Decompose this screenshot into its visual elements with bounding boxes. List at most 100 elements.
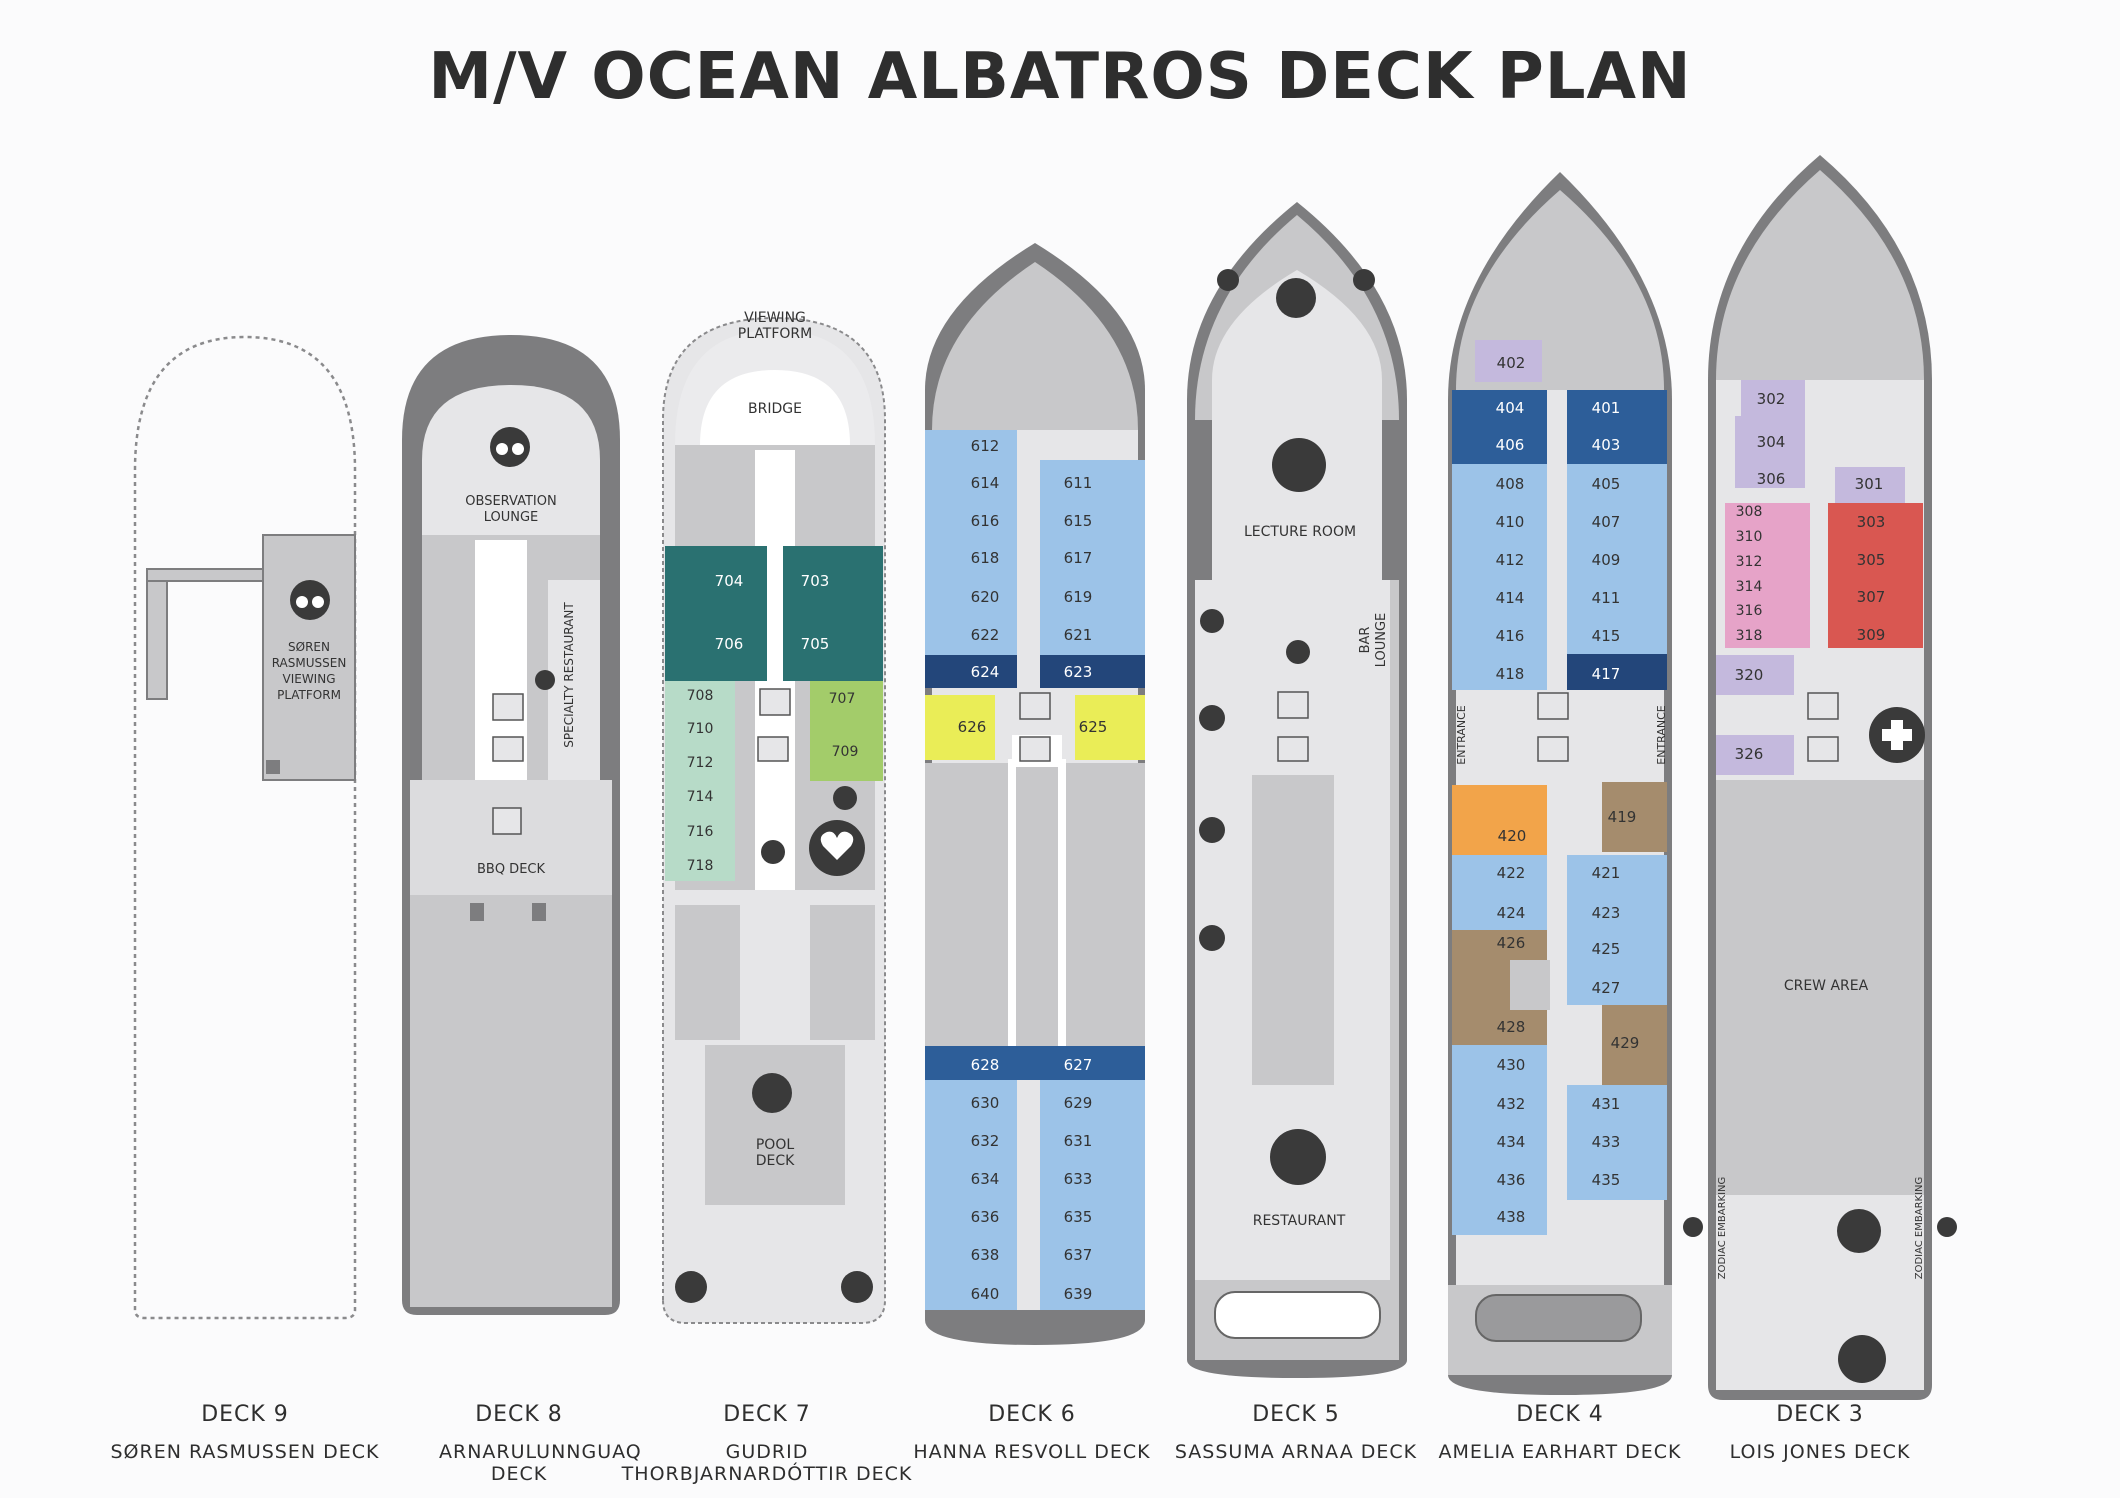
sauna-icon	[833, 786, 857, 810]
bridge-label: BRIDGE	[748, 401, 802, 417]
cabin-block[interactable]	[1452, 390, 1547, 464]
cabin-block[interactable]	[1567, 464, 1667, 654]
cabin-block[interactable]	[1725, 503, 1810, 648]
cabin-326[interactable]	[1716, 735, 1794, 775]
cabin-301[interactable]	[1835, 467, 1905, 503]
marina-area[interactable]	[1716, 1195, 1924, 1390]
hot-tub-icon	[675, 1271, 707, 1303]
svg-text:426: 426	[1497, 934, 1526, 952]
svg-text:632: 632	[971, 1132, 1000, 1150]
svg-text:611: 611	[1064, 474, 1093, 492]
svg-text:712: 712	[687, 755, 714, 771]
cabin-703: 703	[801, 572, 830, 590]
specialty-restaurant-label: SPECIALTY RESTAURANT	[562, 602, 576, 748]
reception-icon	[1200, 609, 1224, 633]
suite-block[interactable]	[665, 546, 767, 681]
cocktail-icon	[752, 1073, 792, 1113]
cabin-row-628-627[interactable]	[925, 1046, 1145, 1080]
cabin-420[interactable]	[1452, 785, 1547, 855]
cabin-block[interactable]	[1567, 855, 1667, 1005]
atrium	[1008, 759, 1066, 1062]
restaurant-label: RESTAURANT	[1253, 1213, 1346, 1229]
suite-block[interactable]	[783, 546, 883, 681]
service-space	[1510, 960, 1550, 1010]
svg-text:411: 411	[1592, 589, 1621, 607]
cabin-block[interactable]	[665, 681, 735, 881]
cabin-block[interactable]	[1040, 460, 1145, 655]
svg-text:708: 708	[687, 688, 714, 704]
cabin-block[interactable]	[1040, 1080, 1145, 1310]
bbq-deck[interactable]	[410, 780, 612, 895]
deck-4-plan[interactable]: 402 404 401 406 403 408 405 410 407 412 …	[1448, 172, 1672, 1395]
svg-text:624: 624	[971, 663, 1000, 681]
lifebuoy-icon	[1683, 1217, 1703, 1237]
side-deck	[810, 905, 875, 1040]
deck-5-plan[interactable]: LECTURE ROOM BAR LOUNGE RESTAURANT	[1187, 202, 1407, 1378]
svg-text:427: 427	[1592, 979, 1621, 997]
gym-icon	[761, 840, 785, 864]
svg-text:718: 718	[687, 858, 714, 874]
bar-lounge-label: BAR	[1358, 627, 1373, 654]
svg-text:312: 312	[1736, 554, 1763, 570]
cabin-417[interactable]	[1567, 654, 1667, 690]
svg-text:640: 640	[971, 1285, 1000, 1303]
elevator-icon	[1807, 692, 1839, 720]
cabin-625[interactable]	[1075, 695, 1145, 760]
svg-text:410: 410	[1496, 513, 1525, 531]
svg-text:419: 419	[1608, 808, 1637, 826]
svg-text:320: 320	[1735, 666, 1764, 684]
svg-text:619: 619	[1064, 588, 1093, 606]
cabin-block[interactable]	[1567, 390, 1667, 464]
cabin-block[interactable]	[810, 681, 883, 781]
deck-7-plan[interactable]: VIEWING PLATFORM BRIDGE POOL DECK 704 70…	[662, 310, 886, 1324]
svg-text:318: 318	[1736, 628, 1763, 644]
deck-9-plan[interactable]: SØREN RASMUSSEN VIEWING PLATFORM	[133, 335, 357, 1320]
cabin-block[interactable]	[1828, 503, 1923, 648]
cabin-623[interactable]	[1040, 655, 1145, 688]
deck-3-plan[interactable]: CREW AREA ZODIAC EMBARKING ZODIAC EMBARK…	[1683, 155, 1957, 1400]
gift-shop-icon	[1199, 817, 1225, 843]
cabin-624[interactable]	[925, 655, 1017, 688]
cabin-block[interactable]	[925, 1080, 1017, 1310]
heart-icon	[809, 820, 865, 876]
stairs-icon	[1277, 736, 1309, 762]
cabin-429[interactable]	[1602, 1005, 1667, 1085]
svg-text:639: 639	[1064, 1285, 1093, 1303]
pool-deck[interactable]	[705, 1045, 845, 1205]
svg-text:638: 638	[971, 1246, 1000, 1264]
specialty-restaurant[interactable]	[548, 580, 600, 780]
lifeboat-icon	[1475, 1294, 1642, 1342]
cabin-block[interactable]	[1567, 1085, 1667, 1200]
svg-text:326: 326	[1735, 745, 1764, 763]
svg-text:710: 710	[687, 721, 714, 737]
cabin-320[interactable]	[1716, 655, 1794, 695]
platform-arm	[146, 568, 168, 700]
svg-text:304: 304	[1757, 433, 1786, 451]
deck-label-8: DECK 8 ARNARULUNNGUAQ DECK	[439, 1402, 642, 1485]
cabin-block[interactable]	[1452, 1045, 1547, 1235]
cabin-block[interactable]	[1452, 855, 1547, 930]
hot-tub-icon	[841, 1271, 873, 1303]
lecture-room[interactable]	[1212, 270, 1382, 580]
cabin-block[interactable]	[925, 430, 1017, 655]
crew-area[interactable]	[1716, 780, 1924, 1195]
cabin-402[interactable]	[1475, 340, 1542, 382]
page-title: M/V OCEAN ALBATROS DECK PLAN	[428, 40, 1692, 114]
soren-viewing-platform[interactable]	[262, 534, 356, 781]
svg-text:435: 435	[1592, 1171, 1621, 1189]
stairs-icon	[1537, 736, 1569, 762]
svg-text:716: 716	[687, 824, 714, 840]
cabin-block[interactable]	[1452, 464, 1547, 690]
svg-text:404: 404	[1496, 399, 1525, 417]
svg-text:308: 308	[1736, 504, 1763, 520]
deck-8-plan[interactable]: OBSERVATION LOUNGE SPECIALTY RESTAURANT …	[402, 335, 620, 1315]
cabin-302[interactable]	[1741, 380, 1805, 416]
cabin-419[interactable]	[1602, 782, 1667, 852]
deck-6-plan[interactable]: 612 611 614 616 615 618 617 620 619 622 …	[925, 243, 1145, 1345]
cabin-626[interactable]	[925, 695, 995, 760]
cabin-block[interactable]	[1735, 416, 1805, 488]
viewing-platform-label: VIEWING	[744, 310, 806, 326]
bridge[interactable]	[700, 370, 850, 445]
svg-text:438: 438	[1497, 1208, 1526, 1226]
svg-text:DECK: DECK	[756, 1153, 795, 1169]
